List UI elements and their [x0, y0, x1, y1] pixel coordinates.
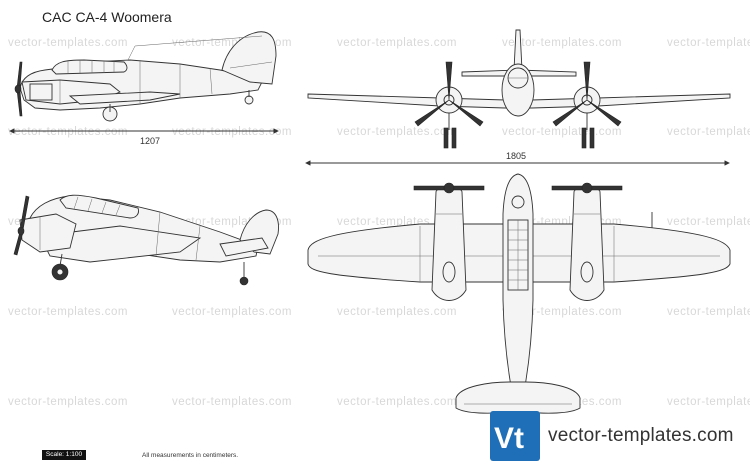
span-label: 1805: [506, 151, 527, 161]
vector-templates-logo-icon[interactable]: Vt: [490, 411, 540, 461]
side-view: [14, 31, 277, 122]
scale-badge: Scale: 1:100: [42, 450, 86, 460]
perspective-view: [13, 194, 279, 286]
measurements-note: All measurements in centimeters.: [142, 452, 239, 459]
front-view: [307, 29, 731, 149]
top-view: [307, 173, 731, 414]
logo-mark-icon: Vt: [494, 422, 524, 455]
logo-mark: Vt: [494, 422, 524, 455]
length-label: 1207: [140, 136, 161, 146]
logo-text[interactable]: vector-templates.com: [548, 425, 734, 446]
drawing-title: CAC CA-4 Woomera: [42, 9, 172, 25]
